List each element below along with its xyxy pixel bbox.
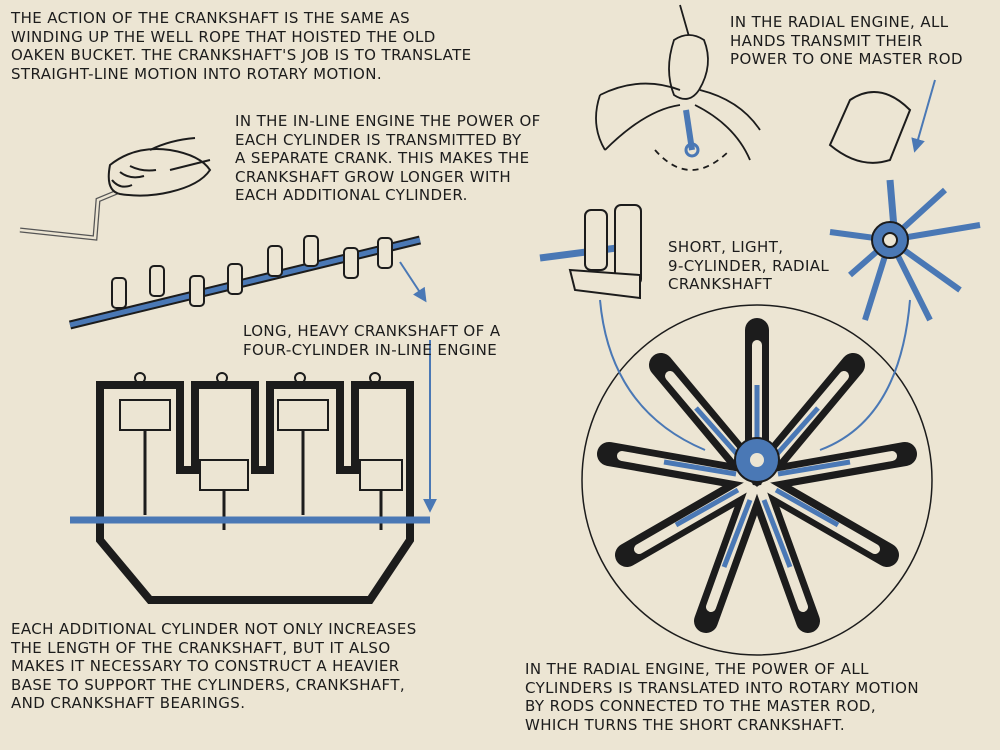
caption-inline-power: IN THE IN-LINE ENGINE THE POWER OF EACH … — [235, 112, 541, 204]
radial-engine-illustration — [581, 299, 933, 656]
caption-long-crank: LONG, HEAVY CRANKSHAFT OF A FOUR-CYLINDE… — [243, 322, 501, 359]
short-crankshaft-illustration — [539, 204, 642, 300]
hand-crank-illustration — [19, 137, 212, 241]
caption-radial-hands: IN THE RADIAL ENGINE, ALL HANDS TRANSMIT… — [730, 13, 963, 68]
caption-short-crank: SHORT, LIGHT, 9-CYLINDER, RADIAL CRANKSH… — [668, 238, 830, 293]
caption-crank-intro: THE ACTION OF THE CRANKSHAFT IS THE SAME… — [11, 9, 472, 83]
inline-engine-illustration — [70, 340, 437, 604]
caption-radial-power: IN THE RADIAL ENGINE, THE POWER OF ALL C… — [525, 660, 919, 734]
master-rod-illustration — [828, 79, 981, 322]
caption-additional-cylinder: EACH ADDITIONAL CYLINDER NOT ONLY INCREA… — [11, 620, 417, 712]
long-crankshaft-illustration — [68, 235, 427, 330]
hands-master-rod-illustration — [595, 4, 761, 171]
